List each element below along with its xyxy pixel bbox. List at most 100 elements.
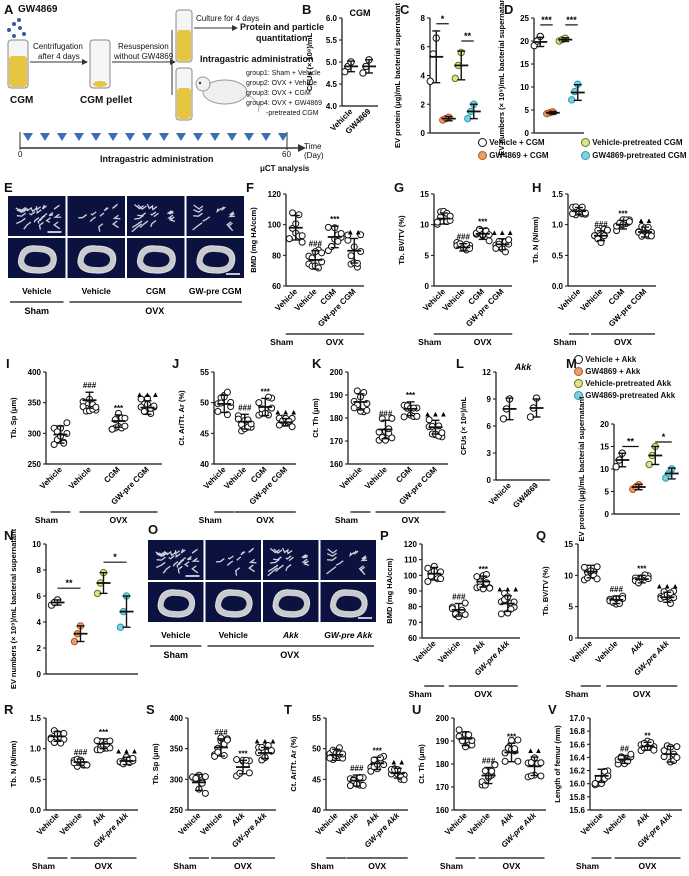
y-tick-label: 100	[404, 571, 418, 580]
significance-mark: ▲▲	[346, 227, 362, 236]
y-tick-label: 17.0	[569, 714, 585, 723]
y-tick-label: 40	[200, 460, 209, 469]
x-category-label: GW-pre CGM	[248, 465, 290, 507]
data-point	[328, 243, 336, 251]
sig-label: *	[662, 432, 666, 442]
y-tick-label: 50	[312, 745, 321, 754]
y-tick-label: 15	[564, 540, 573, 549]
y-tick-label: 0.5	[30, 775, 42, 784]
panel-label-d: D	[504, 2, 514, 17]
panel-label-p: P	[380, 528, 389, 543]
trabecular-mesh	[326, 548, 368, 576]
data-point	[627, 750, 635, 758]
y-tick-label: 110	[404, 556, 417, 565]
y-tick-label: 0	[569, 634, 574, 643]
x-category-label: Vehicle	[466, 811, 492, 837]
data-point	[625, 218, 633, 226]
y-axis-label: BMD (mg HA/ccm)	[249, 207, 258, 273]
significance-mark: ▲▲▲	[115, 746, 139, 755]
group-sham-label: Sham	[553, 337, 577, 347]
microct-label: CGM	[146, 286, 166, 296]
protein-label-2: quantitation	[256, 33, 308, 43]
y-tick-label: 80	[408, 603, 417, 612]
data-point	[201, 789, 209, 797]
group-ovx-label: OVX	[503, 861, 521, 871]
data-point	[50, 739, 58, 747]
schematic-a	[7, 9, 306, 152]
significance-mark: ###	[83, 381, 97, 390]
data-point	[223, 736, 231, 744]
data-point	[485, 237, 493, 245]
y-tick-label: 4	[37, 618, 42, 627]
legend-akk-3: Vehicle-pretreated Akk	[585, 379, 672, 388]
y-tick-label: 0.0	[30, 806, 42, 815]
marrow-cavity	[143, 251, 170, 268]
sig-label: **	[627, 437, 635, 447]
microct-label: GW-pre Akk	[324, 630, 373, 640]
data-point	[223, 411, 231, 419]
data-point	[673, 743, 681, 751]
y-tick-label: 1.5	[552, 190, 564, 199]
data-point	[63, 419, 71, 427]
data-point	[324, 223, 332, 231]
arrow-icon	[159, 133, 169, 141]
significance-mark: ▲▲▲	[136, 390, 160, 399]
chart-title: CGM	[350, 8, 371, 18]
group-ovx-label: OVX	[474, 689, 492, 699]
data-point	[344, 231, 352, 239]
y-tick-label: 200	[436, 714, 450, 723]
y-tick-label: 55	[312, 714, 321, 723]
arrow-icon	[193, 133, 203, 141]
legend-akk-4: GW4869-pretreated Akk	[585, 391, 676, 400]
intragastric-arrows	[23, 133, 288, 141]
y-tick-label: 5	[425, 251, 430, 260]
trabecular-mesh	[192, 204, 235, 232]
y-tick-label: 4.0	[326, 102, 338, 111]
panel-label-k: K	[312, 356, 322, 371]
panel-label-q: Q	[536, 528, 547, 543]
time-0: 0	[18, 150, 23, 159]
legend-cgm-2: GW4869 + CGM	[489, 151, 549, 160]
arrow-icon	[40, 133, 50, 141]
data-point	[245, 769, 253, 777]
panel-label-e: E	[4, 180, 13, 195]
y-tick-label: 160	[436, 806, 450, 815]
arrow-icon	[91, 133, 101, 141]
y-axis-label: EV numbers (× 10⁹)/mL bacterial supernat…	[9, 528, 18, 689]
x-category-label: Vehicle	[222, 465, 248, 491]
y-tick-label: 45	[312, 775, 321, 784]
y-tick-label: 16.0	[569, 780, 585, 789]
y-tick-label: 1.0	[30, 745, 42, 754]
y-axis-label: Tb. BV/TV (%)	[541, 566, 550, 616]
data-point	[603, 226, 611, 234]
group-ovx-label: OVX	[633, 689, 651, 699]
data-point	[93, 737, 101, 745]
data-point	[201, 773, 209, 781]
group-sham-label: Sham	[418, 337, 442, 347]
group-ovx-label: OVX	[402, 515, 420, 525]
y-axis-label: BMD (mg HA/ccm)	[385, 558, 394, 624]
y-tick-label: 350	[170, 745, 184, 754]
y-tick-label: 90	[408, 587, 417, 596]
data-point	[466, 244, 474, 252]
y-tick-label: 4.5	[326, 80, 338, 89]
y-tick-label: 300	[28, 429, 42, 438]
x-category-label: Vehicle	[441, 287, 467, 313]
y-tick-label: 170	[330, 437, 344, 446]
data-point	[514, 757, 522, 765]
x-category-label: Akk	[363, 811, 381, 829]
y-tick-label: 15.8	[569, 793, 585, 802]
x-category-label: Vehicle	[38, 465, 64, 491]
sig-label: ***	[541, 15, 552, 25]
group-sham-label: Sham	[409, 689, 433, 699]
